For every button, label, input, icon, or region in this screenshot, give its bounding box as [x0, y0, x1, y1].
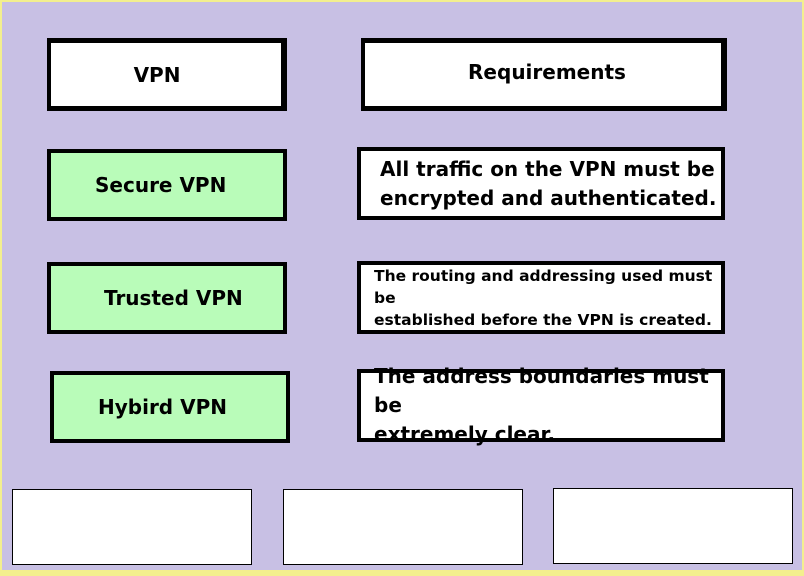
secure-vpn-label: Secure VPN	[95, 173, 227, 197]
vpn-header-label: VPN	[133, 62, 181, 87]
requirement-line: extremely clear.	[374, 422, 556, 446]
hybrid-vpn-label: Hybird VPN	[98, 395, 227, 419]
requirement-line: encrypted and authenticated.	[380, 185, 717, 210]
requirements-column-header: Requirements	[361, 38, 727, 111]
hybrid-vpn-item[interactable]: Hybird VPN	[50, 371, 290, 443]
requirement-item-boundaries[interactable]: The address boundaries must be extremely…	[357, 364, 725, 446]
requirement-line: The address boundaries must be	[374, 364, 709, 417]
answer-drop-slot-2[interactable]	[283, 489, 523, 565]
answer-drop-slot-1[interactable]	[12, 489, 252, 565]
trusted-vpn-label: Trusted VPN	[104, 286, 243, 310]
requirement-item-encryption[interactable]: All traffic on the VPN must be encrypted…	[357, 147, 725, 220]
trusted-vpn-item[interactable]: Trusted VPN	[47, 262, 287, 334]
requirement-item-routing[interactable]: The routing and addressing used must be …	[357, 261, 725, 334]
requirement-line: All traffic on the VPN must be	[380, 156, 715, 181]
requirement-line: established before the VPN is created.	[374, 310, 712, 329]
secure-vpn-item[interactable]: Secure VPN	[47, 149, 287, 221]
requirements-header-label: Requirements	[468, 60, 626, 84]
requirement-line: The routing and addressing used must be	[374, 266, 713, 307]
answer-drop-slot-3[interactable]	[553, 488, 793, 564]
vpn-column-header: VPN	[47, 38, 287, 111]
